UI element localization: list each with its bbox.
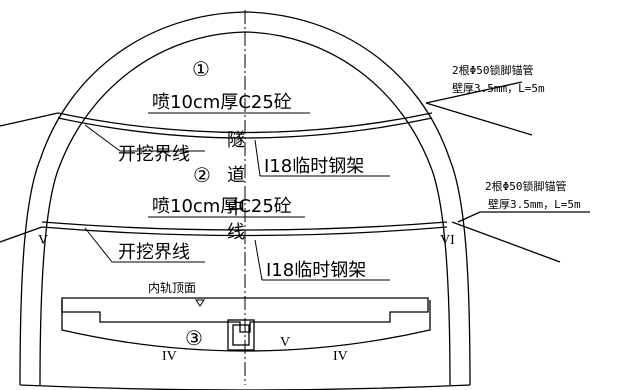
- rail-platform: [61, 297, 429, 333]
- center-drain: [227, 319, 255, 351]
- lower-temporary-frame: [41, 221, 448, 231]
- rail-top-marker: [195, 299, 205, 307]
- shotcrete-lower-label: 喷10cm厚C25砼: [152, 196, 292, 217]
- anchor-lower-line1: 2根Φ50锁脚锚管: [485, 179, 567, 193]
- grade-invert-center: V: [280, 335, 290, 350]
- anchor-lower-line2: 壁厚3.5mm，L=5m: [488, 197, 581, 211]
- stage-2-label: ②: [193, 163, 211, 187]
- stage-3-label: ③: [185, 326, 203, 350]
- anchor-upper-line1: 2根Φ50锁脚锚管: [452, 63, 534, 77]
- grade-right-wall: VI: [440, 233, 455, 248]
- grade-left-wall: V: [38, 233, 48, 248]
- anchor-upper-line2: 壁厚3.5mm，L=5m: [452, 81, 545, 95]
- steel-frame-lower-label: I18临时钢架: [266, 260, 366, 281]
- centerline-char-4: 线: [227, 222, 245, 243]
- excavation-lower-label: 开挖界线: [118, 242, 190, 263]
- rail-top-label: 内轨顶面: [148, 281, 196, 295]
- centerline-char-1: 隧: [227, 130, 245, 151]
- excavation-upper-label: 开挖界线: [118, 144, 190, 165]
- steel-frame-upper-label: I18临时钢架: [264, 156, 364, 177]
- grade-invert-right: IV: [333, 349, 348, 364]
- invert-outer: [19, 384, 471, 390]
- stage-1-label: ①: [192, 57, 210, 81]
- upper-right-anchor-pipe: [425, 102, 533, 136]
- lower-right-anchor-pipe: [451, 221, 561, 263]
- centerline-char-2: 道: [227, 165, 245, 186]
- shotcrete-upper-label: 喷10cm厚C25砼: [152, 92, 292, 113]
- centerline-char-3: 中: [227, 198, 245, 219]
- grade-invert-left: IV: [162, 349, 177, 364]
- lower-left-anchor-pipe: [0, 226, 43, 243]
- upper-left-anchor-pipe: [0, 112, 59, 127]
